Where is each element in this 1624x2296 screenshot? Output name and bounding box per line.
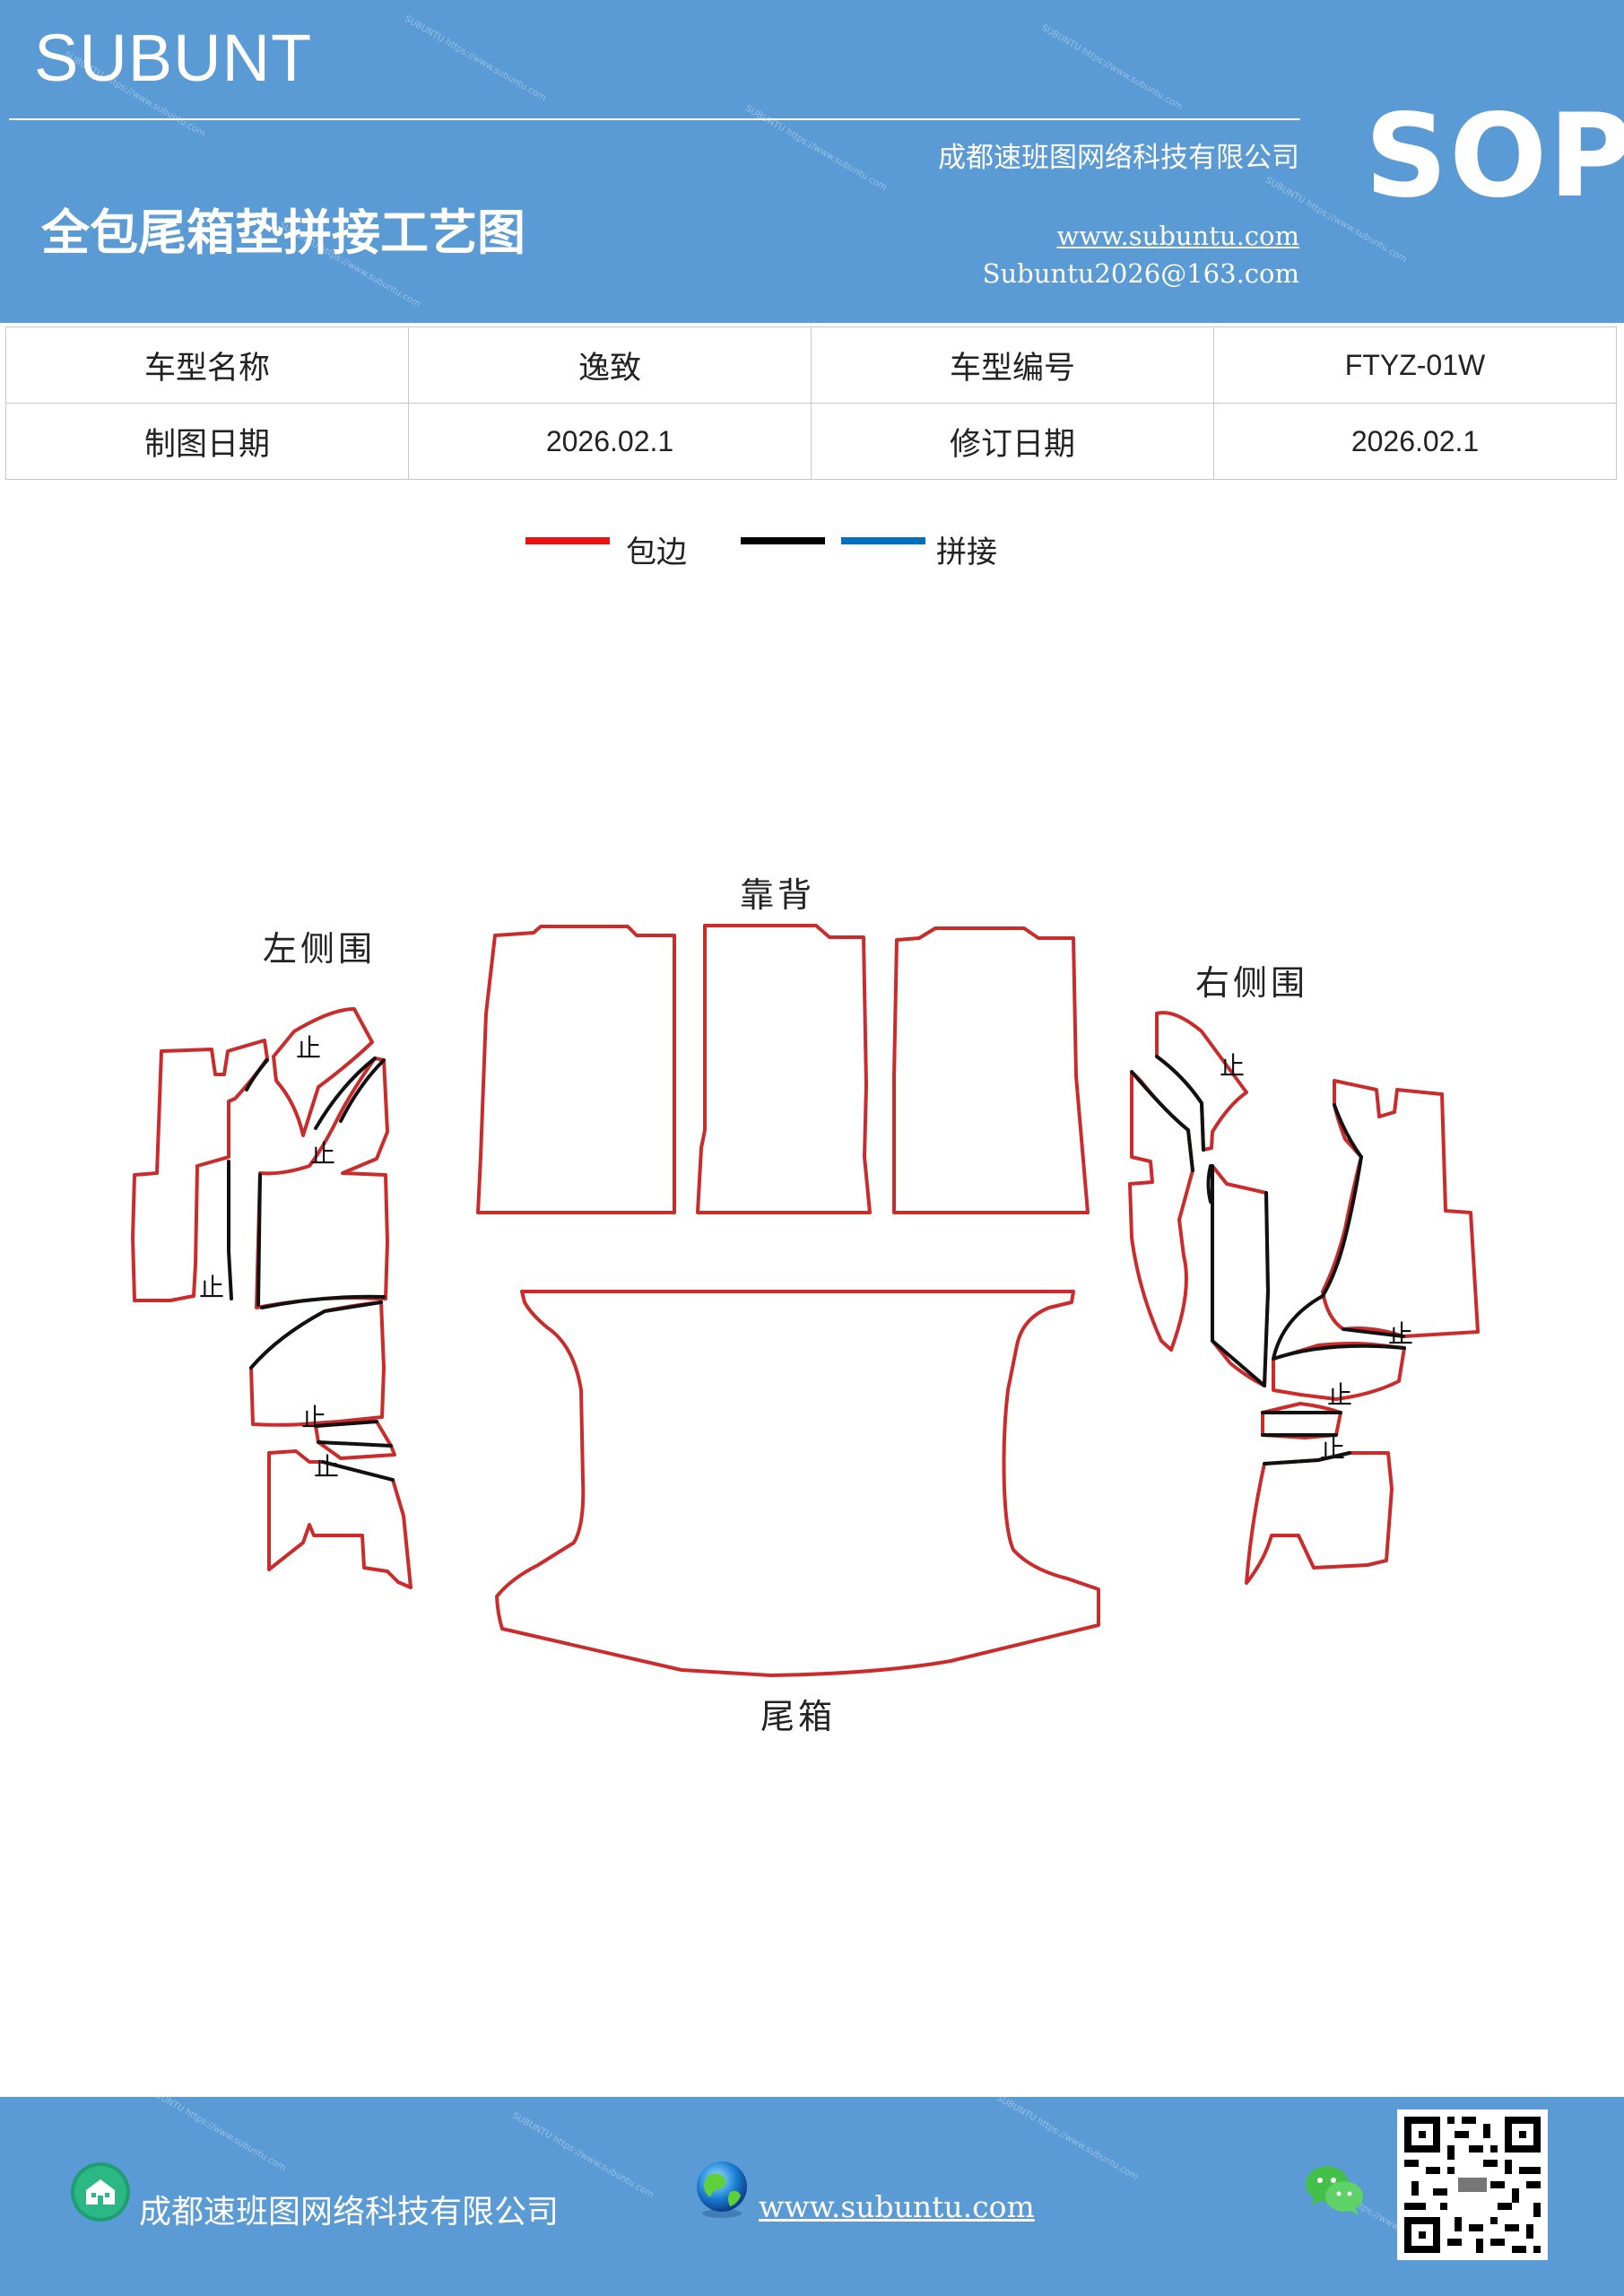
stop-mark: 止: [310, 1139, 335, 1169]
right-side-label: 右侧围: [1195, 963, 1309, 1003]
table-row: 车型名称 逸致 车型编号 FTYZ-01W: [5, 326, 1617, 404]
footer-website-link[interactable]: www.subuntu.com: [759, 2189, 1035, 2224]
stop-mark: 止: [296, 1033, 321, 1063]
wechat-icon[interactable]: [1305, 2164, 1364, 2216]
backrest-panel-left: [476, 925, 676, 1214]
stop-mark: 止: [1320, 1434, 1345, 1464]
table-row: 制图日期 2026.02.1 修订日期 2026.02.1: [5, 403, 1617, 480]
stop-mark: 止: [1327, 1380, 1352, 1410]
right-side-piece-5: [1272, 1342, 1406, 1401]
model-name-label: 车型名称: [5, 326, 409, 404]
model-code-value: FTYZ-01W: [1213, 326, 1617, 404]
draw-date-value: 2026.02.1: [408, 403, 812, 480]
watermark: SUBUNTU https://www.subuntu.com: [143, 2097, 288, 2174]
left-side-piece-1: [131, 1039, 269, 1302]
right-side-piece-4: [1321, 1079, 1480, 1338]
page-header: SUBUNTU https://www.subuntu.com SUBUNTU …: [0, 0, 1624, 323]
revise-date-label: 修订日期: [811, 403, 1214, 480]
left-side-label: 左侧围: [263, 929, 377, 969]
backrest-label: 靠背: [740, 875, 816, 915]
watermark: SUBUNTU https://www.subuntu.com: [994, 2097, 1140, 2183]
legend-label-splice: 拼接: [936, 535, 997, 570]
revise-date-value: 2026.02.1: [1213, 403, 1617, 480]
right-side-piece-3: [1211, 1164, 1270, 1387]
header-website-link[interactable]: www.subuntu.com: [1056, 221, 1299, 251]
right-side-piece-2: [1128, 1070, 1194, 1352]
legend-swatch-blue: [841, 537, 925, 544]
backrest-panel-right: [892, 926, 1090, 1214]
model-code-label: 车型编号: [811, 326, 1214, 404]
joint-lines: [227, 1055, 1406, 1482]
legend-swatch-black: [741, 537, 825, 544]
trunk-label: 尾箱: [760, 1697, 837, 1736]
draw-date-label: 制图日期: [5, 403, 409, 480]
qr-code[interactable]: [1397, 2109, 1548, 2260]
stop-mark: 止: [199, 1273, 224, 1302]
header-company: 成都速班图网络科技有限公司: [938, 142, 1299, 174]
header-email[interactable]: Subuntu2026@163.com: [982, 258, 1299, 289]
stop-mark: 止: [314, 1452, 339, 1482]
vehicle-info-table: 车型名称 逸致 车型编号 FTYZ-01W 制图日期 2026.02.1 修订日…: [5, 326, 1617, 480]
globe-icon: [697, 2161, 747, 2218]
legend-label-edging: 包边: [626, 535, 687, 570]
model-name-value: 逸致: [408, 326, 812, 404]
sop-badge: SOP: [1365, 90, 1624, 223]
trunk-floor-panel: [495, 1290, 1100, 1677]
header-divider: [9, 118, 1300, 120]
left-side-piece-5: [267, 1449, 413, 1589]
brand-name: SUBUNT: [34, 21, 313, 95]
stop-mark: 止: [1220, 1051, 1245, 1081]
left-side-piece-2: [272, 1007, 374, 1137]
stop-marks: 止 止 止 止 止 止 止 止 止: [199, 1033, 1413, 1482]
left-side-piece-3: [255, 1057, 389, 1309]
building-icon: [71, 2162, 130, 2222]
footer-company: 成都速班图网络科技有限公司: [139, 2194, 560, 2231]
legend-swatch-red: [525, 537, 610, 544]
page-title: 全包尾箱垫拼接工艺图: [41, 204, 525, 261]
backrest-panel-middle: [696, 924, 872, 1214]
right-side-piece-7: [1245, 1451, 1394, 1585]
page-footer: SUBUNTU https://www.subuntu.com SUBUNTU …: [0, 2097, 1624, 2296]
stop-mark: 止: [1388, 1319, 1413, 1349]
stop-mark: 止: [301, 1403, 326, 1432]
